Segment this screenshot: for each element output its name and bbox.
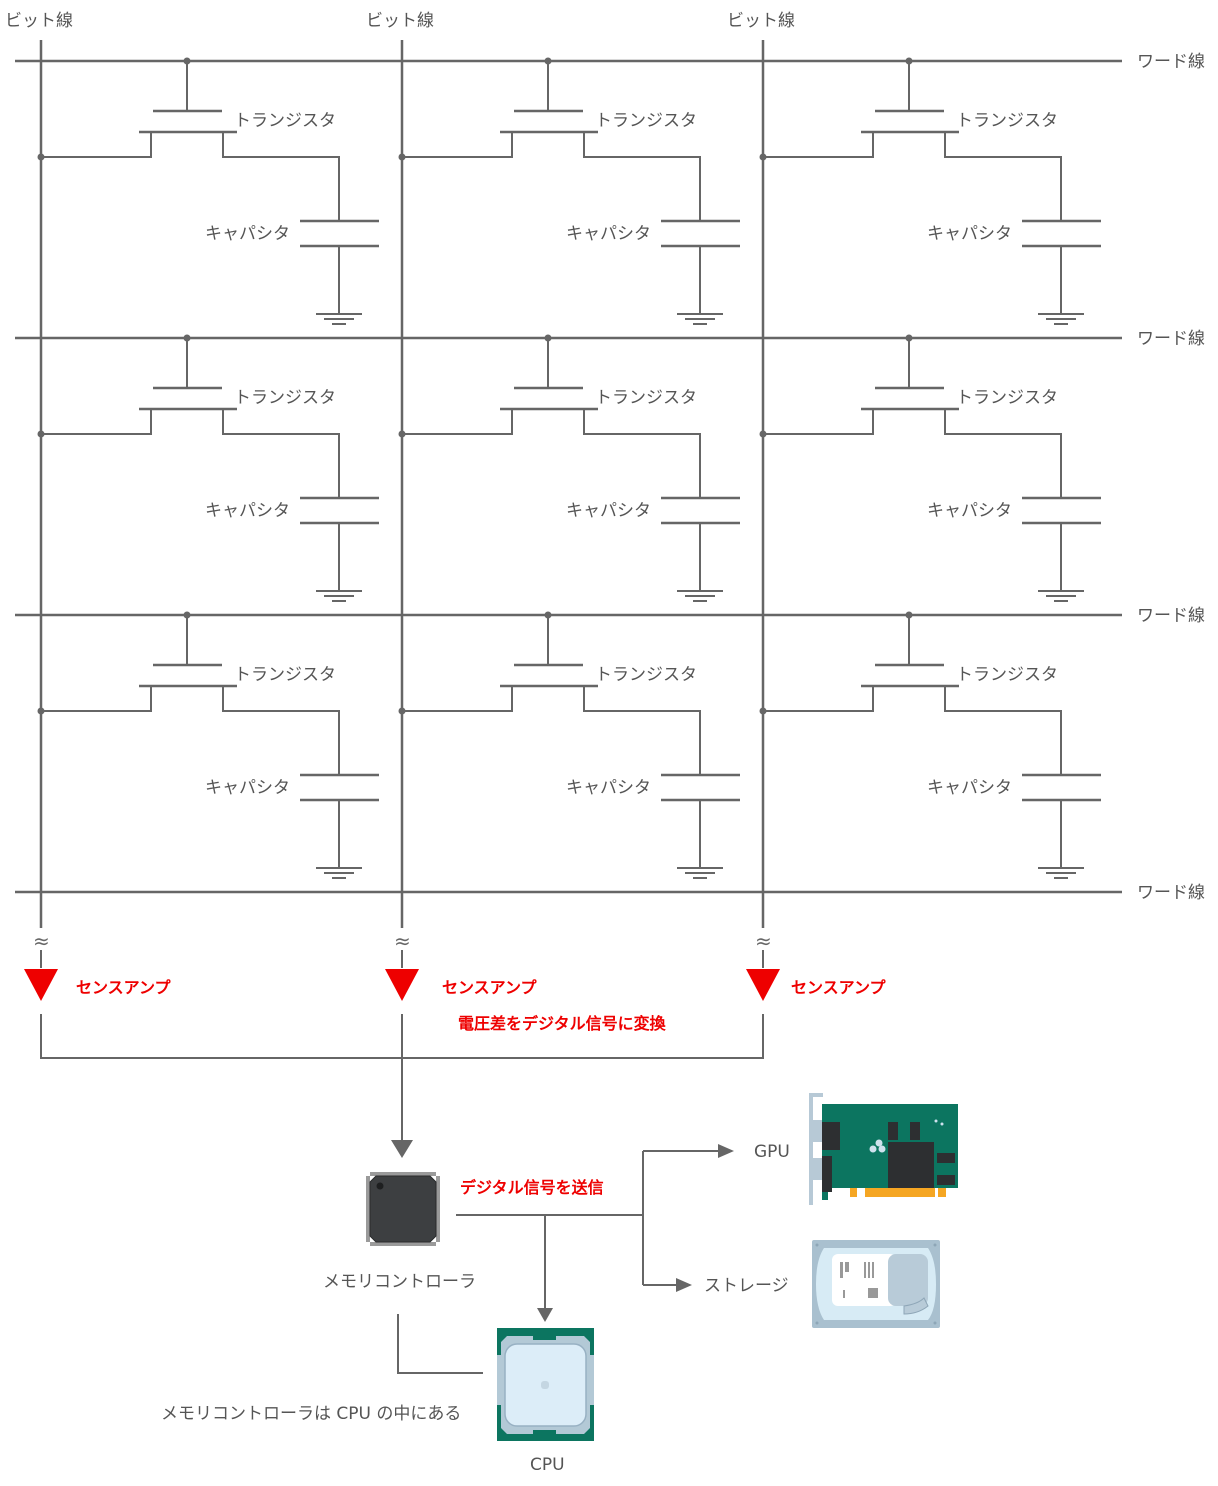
labels-layer: ≈ビット線≈ビット線≈ビット線ワード線ワード線ワード線ワード線トランジスタキャパ…: [5, 11, 1205, 953]
mc-in-cpu-note: メモリコントローラは CPU の中にある: [161, 1404, 461, 1424]
sense-amp-label-3: センスアンプ: [791, 978, 887, 997]
arrow-to-cpu: [537, 1308, 553, 1322]
bit-line-label: ビット線: [5, 11, 73, 31]
ground-icon: [677, 313, 723, 325]
break-symbol: ≈: [33, 929, 50, 953]
arrow-to-memory-controller: [391, 1140, 413, 1158]
capacitor-label: キャパシタ: [566, 501, 651, 521]
transistor-label: トランジスタ: [234, 665, 336, 685]
transistor-label: トランジスタ: [595, 665, 697, 685]
capacitor-label: キャパシタ: [927, 778, 1012, 798]
capacitor-label: キャパシタ: [566, 778, 651, 798]
sense-amp-triangle-icon: [746, 969, 780, 1001]
word-line-label: ワード線: [1137, 606, 1205, 626]
convert-note: 電圧差をデジタル信号に変換: [458, 1014, 667, 1033]
capacitor-label: キャパシタ: [927, 224, 1012, 244]
word-line-label: ワード線: [1137, 329, 1205, 349]
ground-icon: [677, 590, 723, 602]
arrow-to-gpu: [718, 1144, 734, 1158]
ground-icon: [677, 867, 723, 879]
memory-controller-chip-icon: [366, 1172, 440, 1246]
memory-cell: [759, 57, 1101, 325]
storage-label: ストレージ: [704, 1276, 789, 1296]
bit-line-label: ビット線: [366, 11, 434, 31]
memory-cell: [398, 334, 740, 602]
memory-cell: [398, 57, 740, 325]
cpu-chip-icon: [497, 1328, 594, 1441]
ground-icon: [316, 590, 362, 602]
capacitor-label: キャパシタ: [566, 224, 651, 244]
capacitor-label: キャパシタ: [205, 224, 290, 244]
capacitor-label: キャパシタ: [205, 501, 290, 521]
transistor-label: トランジスタ: [234, 388, 336, 408]
sense-amp-triangle-icon: [385, 969, 419, 1001]
memory-controller-label: メモリコントローラ: [323, 1272, 476, 1292]
memory-cell: [37, 57, 379, 325]
memory-cell: [759, 334, 1101, 602]
sense-amp-label-1: センスアンプ: [76, 978, 172, 997]
ground-icon: [1038, 590, 1084, 602]
gpu-card-icon: [809, 1093, 958, 1205]
storage-drive-icon: [812, 1240, 940, 1328]
transistor-label: トランジスタ: [595, 111, 697, 131]
ground-icon: [1038, 313, 1084, 325]
capacitor-label: キャパシタ: [205, 778, 290, 798]
transistor-label: トランジスタ: [956, 388, 1058, 408]
ground-icon: [316, 313, 362, 325]
gpu-label: GPU: [754, 1142, 790, 1162]
ground-icon: [1038, 867, 1084, 879]
transistor-label: トランジスタ: [595, 388, 697, 408]
word-line-label: ワード線: [1137, 883, 1205, 903]
memory-cell: [759, 611, 1101, 879]
memory-cell-array: [15, 40, 1122, 1001]
sense-amp-triangle-icon: [24, 969, 58, 1001]
lower-labels: センスアンプ センスアンプ センスアンプ 電圧差をデジタル信号に変換 デジタル信…: [76, 978, 887, 1475]
sense-amp-collector-bus: [40, 1014, 764, 1158]
transistor-label: トランジスタ: [956, 111, 1058, 131]
break-symbol: ≈: [394, 929, 411, 953]
cpu-label: CPU: [530, 1455, 565, 1475]
break-symbol: ≈: [755, 929, 772, 953]
arrow-to-storage: [676, 1278, 692, 1292]
memory-cell: [37, 611, 379, 879]
signal-distribution-wires: [397, 1144, 734, 1374]
word-line-label: ワード線: [1137, 52, 1205, 72]
memory-cell: [37, 334, 379, 602]
transistor-label: トランジスタ: [956, 665, 1058, 685]
transistor-label: トランジスタ: [234, 111, 336, 131]
send-note: デジタル信号を送信: [460, 1178, 604, 1197]
memory-cell: [398, 611, 740, 879]
bit-line-label: ビット線: [727, 11, 795, 31]
capacitor-label: キャパシタ: [927, 501, 1012, 521]
sense-amp-label-2: センスアンプ: [442, 978, 538, 997]
ground-icon: [316, 867, 362, 879]
